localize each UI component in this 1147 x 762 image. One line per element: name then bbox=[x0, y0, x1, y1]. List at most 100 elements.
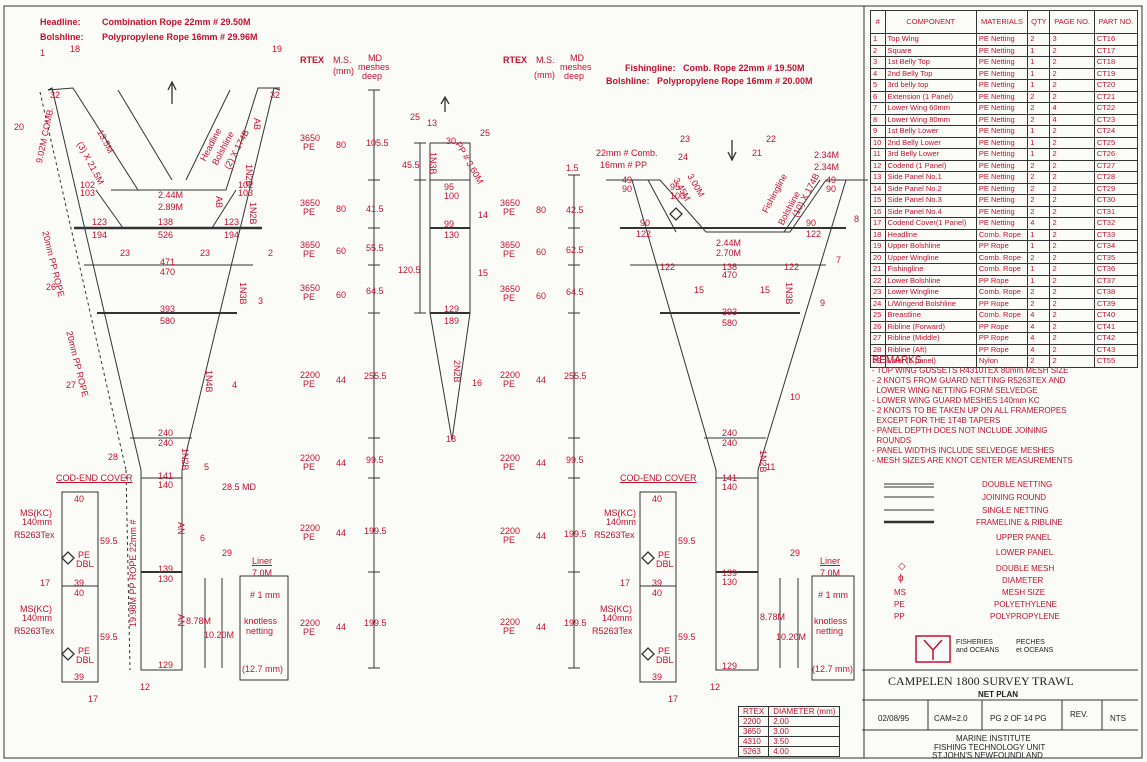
label: knotless bbox=[244, 616, 278, 626]
ls-rtex: 3650 bbox=[300, 283, 321, 293]
table-cell: 27 bbox=[870, 332, 886, 345]
table-cell: CT35 bbox=[1093, 251, 1139, 264]
label: 17 bbox=[40, 578, 51, 588]
rs-mat: PE bbox=[503, 207, 516, 217]
table-cell: 3.00 bbox=[768, 726, 841, 737]
label: 1N3B bbox=[428, 152, 438, 175]
table-cell: PP Rope bbox=[975, 240, 1029, 253]
table-cell: 1st Belly Top bbox=[884, 56, 977, 69]
label: 103 bbox=[80, 188, 96, 198]
headline-label: Headline: bbox=[40, 17, 81, 27]
table-cell: 1 bbox=[1027, 263, 1051, 276]
ls-mat: PE bbox=[303, 627, 316, 637]
label: 17 bbox=[88, 694, 99, 704]
label: AB bbox=[252, 118, 262, 131]
table-cell: 2 bbox=[1049, 125, 1095, 138]
label: 2.44M bbox=[158, 190, 184, 200]
agency-fr2: et OCEANS bbox=[1016, 647, 1054, 654]
table-cell: CT29 bbox=[1093, 182, 1139, 195]
label: 7.0M bbox=[820, 568, 841, 578]
table-cell: 12 bbox=[870, 159, 886, 172]
rs-md: 62.5 bbox=[566, 245, 584, 255]
remark-item: - TOP WING GUSSETS R4310TEX 80mm MESH SI… bbox=[872, 366, 1069, 375]
ls-rtex: 2200 bbox=[300, 618, 321, 628]
table-cell: 2 bbox=[1049, 297, 1095, 310]
label: DBL bbox=[76, 559, 94, 569]
rs-rtex: 2200 bbox=[500, 370, 521, 380]
label: 470 bbox=[722, 270, 738, 280]
table-cell: PE Netting bbox=[975, 33, 1029, 46]
label: 194 bbox=[92, 230, 108, 240]
label: 6 bbox=[200, 533, 206, 543]
ls-md: 41.5 bbox=[366, 204, 384, 214]
label: 4 bbox=[232, 380, 238, 390]
ls-ms: 44 bbox=[336, 375, 347, 385]
label: 122 bbox=[636, 229, 652, 239]
rs-mat: PE bbox=[503, 535, 516, 545]
label: 8 bbox=[854, 214, 860, 224]
label: 8.78M bbox=[186, 616, 212, 626]
rs-mat: PE bbox=[503, 626, 516, 636]
table-cell: CT16 bbox=[1093, 33, 1139, 46]
table-cell: 6 bbox=[870, 90, 886, 103]
label: netting bbox=[816, 626, 844, 636]
label: 1N2B bbox=[244, 164, 254, 187]
table-cell: PE Netting bbox=[975, 44, 1029, 57]
label: 32 bbox=[50, 90, 61, 100]
col-md-sub1: meshes bbox=[358, 62, 390, 72]
label: (12.7 mm) bbox=[812, 664, 854, 674]
table-cell: 1 bbox=[1027, 274, 1051, 287]
table-cell: Side Panel No.2 bbox=[884, 182, 977, 195]
label: 16mm # PP bbox=[600, 160, 648, 170]
remarks: REMARKS - TOP WING GUSSETS R4310TEX 80mm… bbox=[872, 356, 1137, 466]
remark-item: - PANEL DEPTH DOES NOT INCLUDE JOINING bbox=[872, 426, 1048, 435]
table-cell: 2 bbox=[1027, 90, 1051, 103]
rs-rtex: 3650 bbox=[500, 240, 521, 250]
ls-rtex: 3650 bbox=[300, 133, 321, 143]
label: 15 bbox=[478, 268, 489, 278]
ls-md: 105.5 bbox=[366, 138, 389, 148]
label: (12.7 mm) bbox=[242, 664, 284, 674]
label: MS(KC) bbox=[604, 508, 636, 518]
ls-ms: 44 bbox=[336, 622, 347, 632]
label: 123 bbox=[224, 217, 240, 227]
table-cell: 11 bbox=[870, 148, 886, 161]
table-cell: 2 bbox=[1049, 171, 1095, 184]
codend-cover-right bbox=[639, 491, 677, 683]
table-cell: CT33 bbox=[1093, 228, 1139, 241]
table-cell: 2 bbox=[1027, 171, 1051, 184]
table-cell: Top Wing bbox=[884, 33, 977, 46]
col-md-2: MD bbox=[570, 53, 584, 63]
ls-mat: PE bbox=[303, 207, 316, 217]
label: 471 bbox=[160, 257, 176, 267]
org-line1: MARINE INSTITUTE bbox=[956, 734, 1031, 743]
table-cell: CT28 bbox=[1093, 171, 1139, 184]
col-ms-unit: (mm) bbox=[333, 66, 354, 76]
table-cell: Ribline (Aft) bbox=[884, 343, 977, 356]
table-cell: 2nd Belly Lower bbox=[884, 136, 977, 149]
label: MS(KC) bbox=[20, 508, 52, 518]
table-cell: 15 bbox=[870, 194, 886, 207]
rs-md: 42.5 bbox=[566, 205, 584, 215]
label: # 1 mm bbox=[250, 590, 281, 600]
table-cell: PE Netting bbox=[975, 56, 1029, 69]
rs-md: 99.5 bbox=[566, 455, 584, 465]
table-cell: PP Rope bbox=[975, 274, 1029, 287]
table-cell: PE Netting bbox=[975, 79, 1029, 92]
table-cell: 2 bbox=[1049, 67, 1095, 80]
label: 580 bbox=[160, 316, 176, 326]
label: 39 bbox=[74, 672, 85, 682]
table-cell: CT55 bbox=[1093, 355, 1139, 368]
label: 15 bbox=[760, 285, 771, 295]
table-cell: 16 bbox=[870, 205, 886, 218]
